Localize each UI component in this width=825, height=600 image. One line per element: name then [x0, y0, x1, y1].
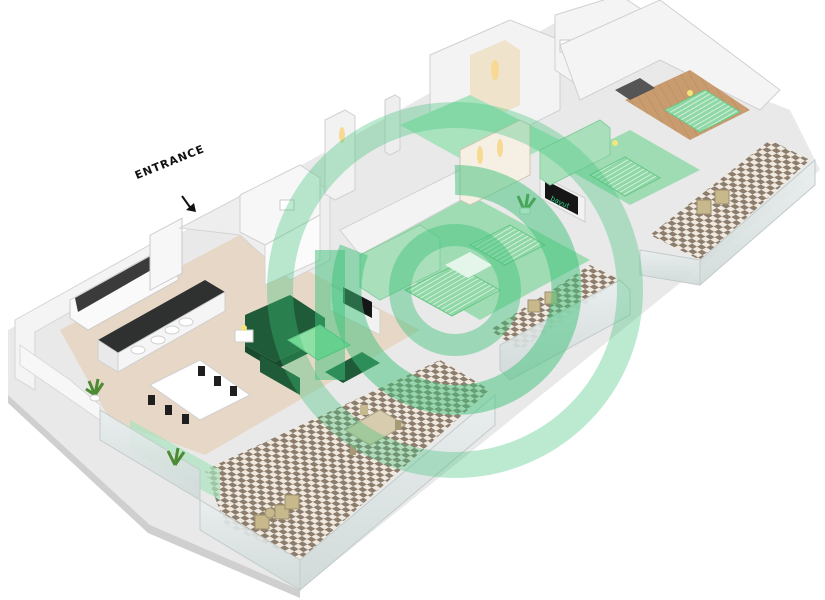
kitchen-island: [98, 280, 225, 353]
lamp-icon: [687, 90, 693, 96]
plant-terrace: [166, 447, 186, 466]
entrance-corridor: [178, 164, 331, 286]
kitchen-backsplash: [75, 252, 160, 312]
bayut-logo-watermark: [267, 102, 643, 478]
outdoor-chairs: [254, 494, 300, 530]
arrow-down-icon: [181, 195, 196, 212]
dining-chairs: [148, 366, 237, 424]
column: [324, 94, 401, 201]
living-chaise: [260, 355, 300, 395]
fridge: [149, 217, 183, 292]
right-terrace-floor: [650, 140, 810, 260]
front-terrace: [99, 360, 496, 592]
bar-stools: [130, 317, 194, 355]
plant-left: [85, 378, 105, 402]
bedroom-3-bed: [663, 89, 742, 133]
bedroom-2-bed: [588, 156, 662, 197]
toilet: [279, 199, 295, 211]
side-table: [234, 329, 254, 343]
lamp-icon: [241, 325, 247, 331]
dining-table: [149, 359, 251, 421]
bedroom-tv: [545, 180, 578, 215]
right-bedrooms: [539, 0, 781, 205]
lamp-icon: [612, 140, 618, 146]
right-terrace-chairs: [696, 189, 730, 215]
lounge-chair: [615, 78, 655, 100]
outdoor-dining-set: [344, 405, 406, 455]
master-bed: [403, 264, 502, 317]
